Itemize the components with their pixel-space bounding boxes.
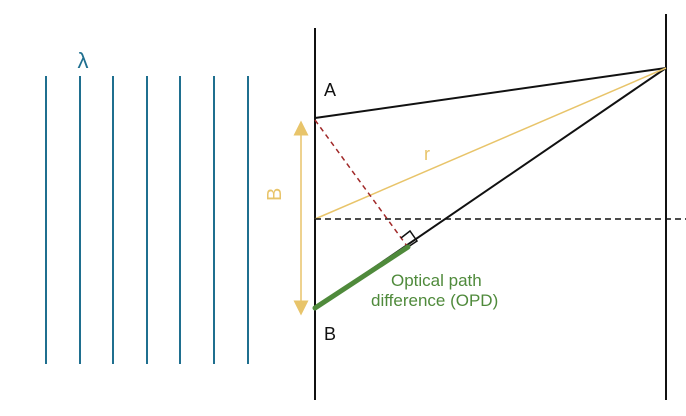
radius-line: [314, 67, 667, 220]
right-angle-marker: [400, 229, 419, 248]
point-b-label: B: [324, 324, 336, 344]
perpendicular-from-a: [314, 119, 408, 247]
opd-label-line2: difference (OPD): [371, 291, 498, 310]
wavelength-label: λ: [78, 48, 89, 73]
point-a-label: A: [324, 80, 336, 100]
opd-segment: [312, 244, 411, 311]
baseline-label: B: [264, 188, 286, 201]
ray-from-a: [314, 67, 667, 119]
wavefronts: [45, 76, 249, 364]
radius-label: r: [424, 144, 430, 164]
opd-label-line1: Optical path: [391, 271, 482, 290]
